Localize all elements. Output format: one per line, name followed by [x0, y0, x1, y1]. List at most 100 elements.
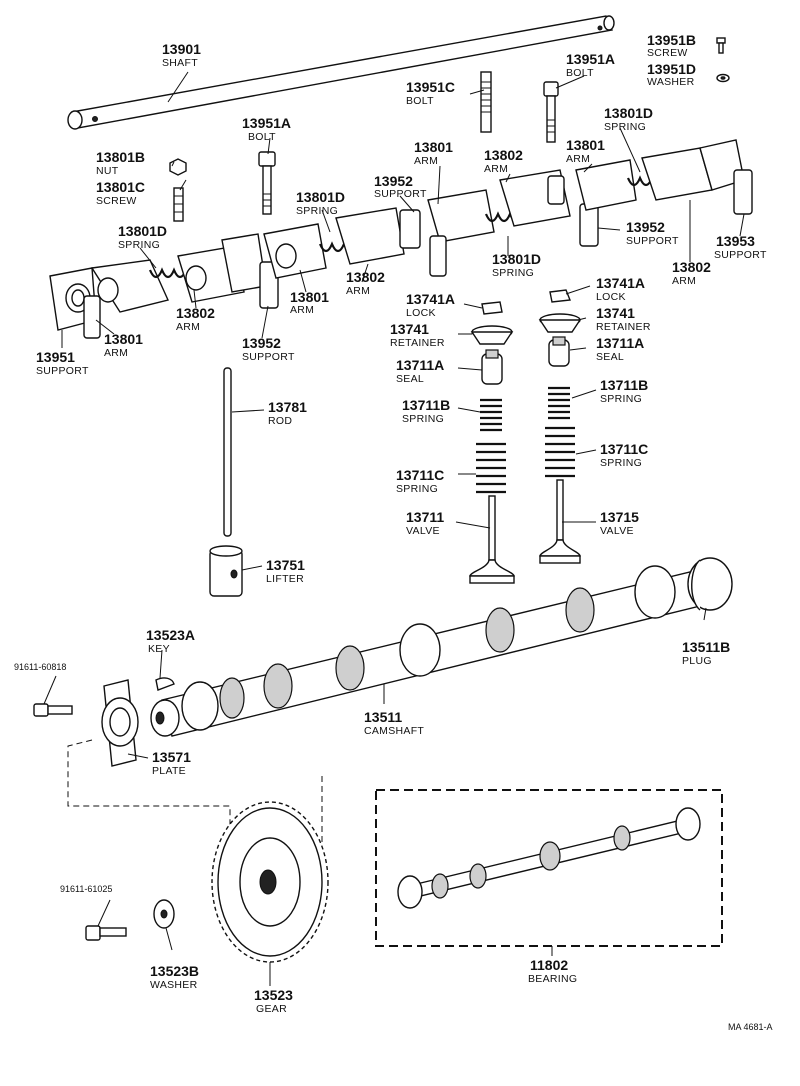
- valve-train-left-drawing: [469, 301, 515, 584]
- label-13741a-left-name: LOCK: [406, 307, 436, 319]
- label-13951c-number: 13951C: [406, 79, 455, 95]
- label-13802-left-number: 13802: [176, 305, 215, 321]
- thrust-plate-drawing: [101, 679, 139, 767]
- valve-train-right-drawing: [538, 289, 582, 564]
- push-rod-drawing: [223, 367, 232, 537]
- label-13711b-left-number: 13711B: [402, 397, 450, 413]
- plug-drawing: [687, 557, 733, 611]
- label-13952-mid-name: SUPPORT: [374, 188, 427, 200]
- label-13801d-center-name: SPRING: [296, 205, 338, 217]
- label-13511-name: CAMSHAFT: [364, 725, 424, 737]
- label-13953-name: SUPPORT: [714, 249, 767, 261]
- rocker-shaft-drawing: [67, 15, 615, 130]
- label-13802-mid-number: 13802: [484, 147, 523, 163]
- label-13952-right-name: SUPPORT: [626, 235, 679, 247]
- label-13711c-right-name: SPRING: [600, 457, 642, 469]
- screw-13801c-drawing: [173, 187, 184, 222]
- label-13711c-left-number: 13711C: [396, 467, 444, 483]
- label-13741-right-number: 13741: [596, 305, 635, 321]
- label-13741a-right-name: LOCK: [596, 291, 626, 303]
- label-13801-left-name: ARM: [104, 347, 128, 359]
- label-13523b-name: WASHER: [150, 979, 198, 991]
- timing-gear-drawing: [211, 801, 329, 963]
- label-13951d-name: WASHER: [647, 76, 695, 88]
- label-13951a-left-number: 13951A: [242, 115, 291, 131]
- label-13952-left-name: SUPPORT: [242, 351, 295, 363]
- label-13523-name: GEAR: [256, 1003, 287, 1015]
- label-13751-name: LIFTER: [266, 573, 304, 585]
- label-13801b-name: NUT: [96, 165, 119, 177]
- label-13523b-number: 13523B: [150, 963, 199, 979]
- label-91611-61025-number: 91611-61025: [60, 884, 112, 894]
- part-labels: 13901 SHAFT 13951B SCREW 13951A BOLT 139…: [14, 32, 773, 1032]
- label-13511b-name: PLUG: [682, 655, 712, 667]
- label-13711-number: 13711: [406, 509, 444, 525]
- label-13952-mid-number: 13952: [374, 173, 413, 189]
- label-13741a-right-number: 13741A: [596, 275, 645, 291]
- label-13801-mid-number: 13801: [414, 139, 453, 155]
- label-13801d-right-name: SPRING: [604, 121, 646, 133]
- label-13802-right-number: 13802: [672, 259, 711, 275]
- label-13523-number: 13523: [254, 987, 293, 1003]
- bolt-13951c-drawing: [480, 71, 492, 133]
- label-13802-lower-name: ARM: [346, 285, 370, 297]
- label-13801c-number: 13801C: [96, 179, 145, 195]
- bolt-13951a-left-drawing: [258, 151, 276, 215]
- label-13801b-number: 13801B: [96, 149, 145, 165]
- label-13741-left-name: RETAINER: [390, 337, 445, 349]
- small-screw-13951b-drawing: [716, 37, 726, 54]
- label-13711a-right-name: SEAL: [596, 351, 624, 363]
- label-13951a-top-name: BOLT: [566, 67, 594, 79]
- label-13951b-name: SCREW: [647, 47, 688, 59]
- label-11802-number: 11802: [530, 957, 568, 973]
- bolt-91611-61025-drawing: [85, 925, 127, 941]
- lifter-drawing: [209, 545, 243, 597]
- label-13571-name: PLATE: [152, 765, 186, 777]
- label-13781-name: ROD: [268, 415, 292, 427]
- rocker-arm-assembly-drawing: [49, 139, 753, 339]
- label-13801-lower-number: 13801: [290, 289, 329, 305]
- label-13781-number: 13781: [268, 399, 307, 415]
- bearing-box-drawing: [375, 789, 723, 947]
- label-13801-right-number: 13801: [566, 137, 605, 153]
- reference-code: MA 4681-A: [728, 1022, 773, 1032]
- label-13801-left-number: 13801: [104, 331, 143, 347]
- label-13711-name: VALVE: [406, 525, 440, 537]
- label-13951d-number: 13951D: [647, 61, 696, 77]
- label-13523a-number: 13523A: [146, 627, 195, 643]
- label-13711b-right-name: SPRING: [600, 393, 642, 405]
- bolt-13951a-top-drawing: [543, 81, 559, 143]
- label-13801d-lower-number: 13801D: [492, 251, 541, 267]
- label-13715-number: 13715: [600, 509, 639, 525]
- label-13952-left-number: 13952: [242, 335, 281, 351]
- label-13951b-number: 13951B: [647, 32, 696, 48]
- label-13951a-left-name: BOLT: [248, 131, 276, 143]
- label-13801d-left-name: SPRING: [118, 239, 160, 251]
- assembly-dashed-leaders: [67, 739, 323, 850]
- label-13801-right-name: ARM: [566, 153, 590, 165]
- label-13951c-name: BOLT: [406, 95, 434, 107]
- label-13511-number: 13511: [364, 709, 402, 725]
- label-13741a-left-number: 13741A: [406, 291, 455, 307]
- label-91611-60818-number: 91611-60818: [14, 662, 66, 672]
- label-13801-lower-name: ARM: [290, 304, 314, 316]
- label-13801-mid-name: ARM: [414, 155, 438, 167]
- label-13953-number: 13953: [716, 233, 755, 249]
- label-13711c-left-name: SPRING: [396, 483, 438, 495]
- washer-13523b-drawing: [153, 899, 175, 929]
- leader-lines: [43, 71, 745, 986]
- label-13751-number: 13751: [266, 557, 305, 573]
- label-13741-right-name: RETAINER: [596, 321, 651, 333]
- label-13741-left-number: 13741: [390, 321, 429, 337]
- label-13711a-left-number: 13711A: [396, 357, 444, 373]
- label-13802-left-name: ARM: [176, 321, 200, 333]
- label-13952-right-number: 13952: [626, 219, 665, 235]
- label-13711b-left-name: SPRING: [402, 413, 444, 425]
- label-13711a-right-number: 13711A: [596, 335, 644, 351]
- label-13801d-right-number: 13801D: [604, 105, 653, 121]
- label-13951a-top-number: 13951A: [566, 51, 615, 67]
- label-13901-number: 13901: [162, 41, 201, 57]
- label-13802-mid-name: ARM: [484, 163, 508, 175]
- key-drawing: [155, 677, 175, 691]
